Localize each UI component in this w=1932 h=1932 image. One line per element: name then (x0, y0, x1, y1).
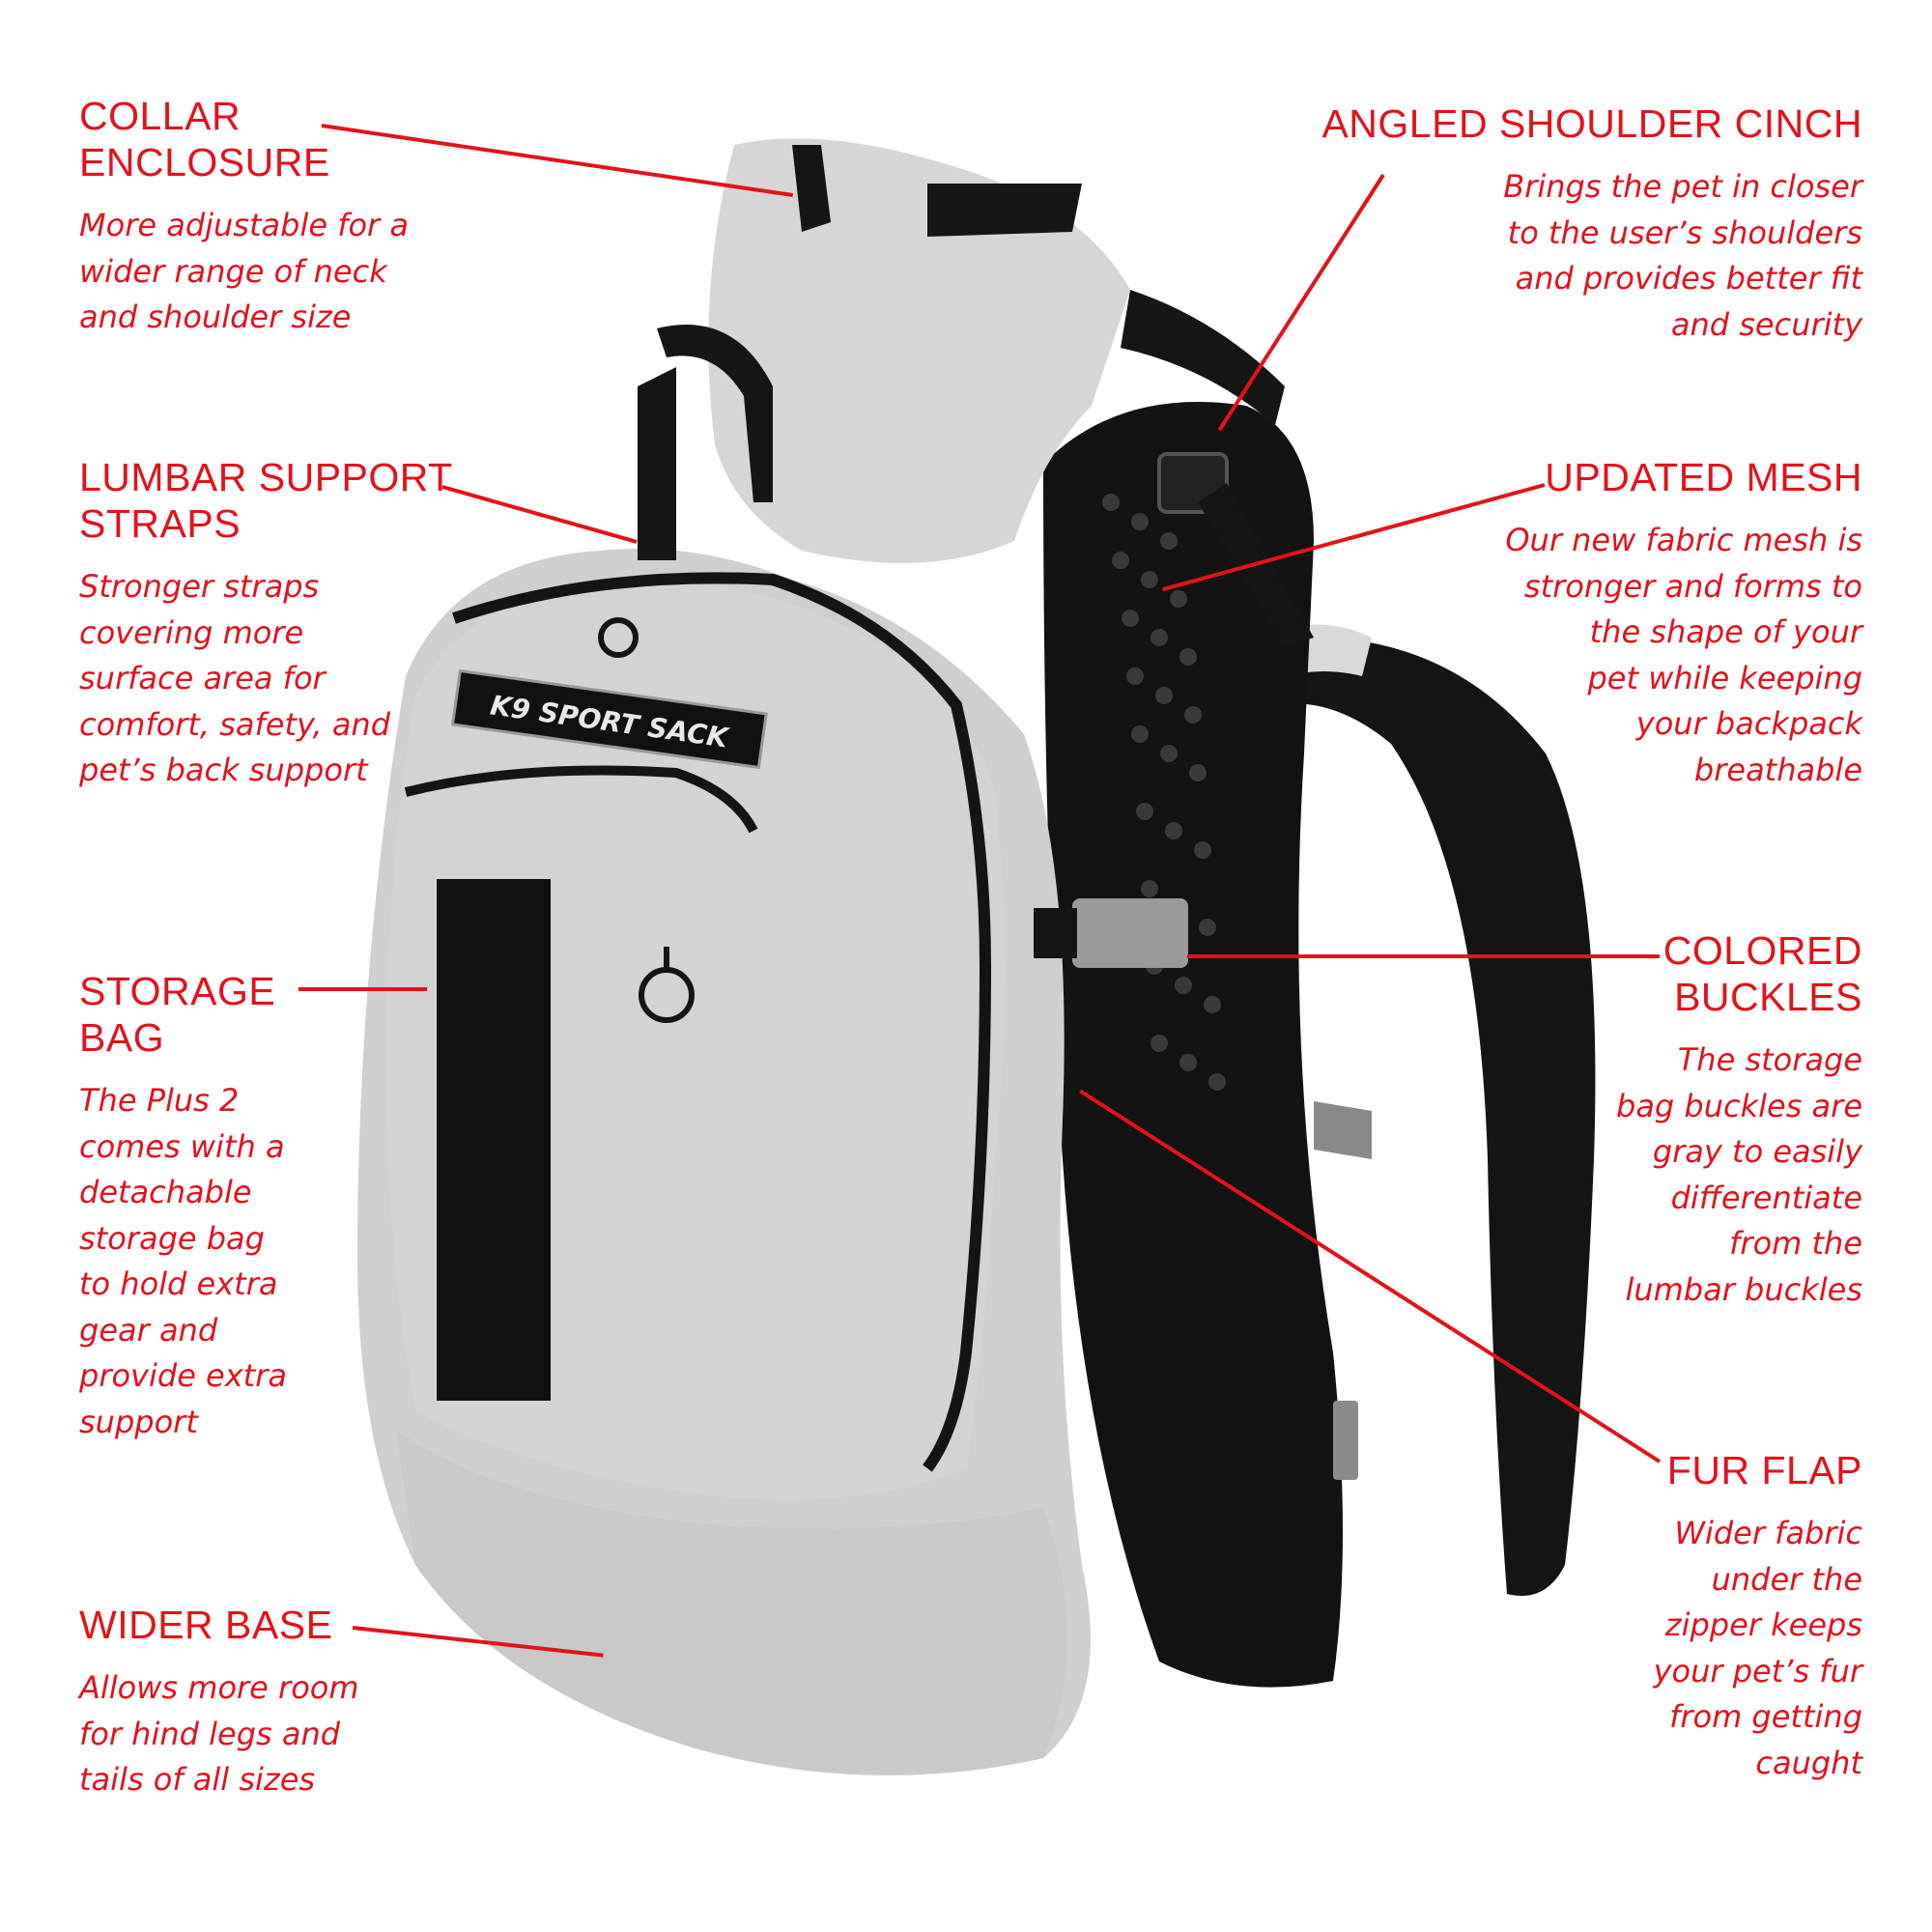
callout-description: Allows more room for hind legs and tails… (79, 1669, 359, 1798)
callout-title: FUR FLAP (1666, 1448, 1862, 1492)
callout-description: The storage bag buckles are gray to easi… (1616, 1041, 1862, 1308)
callout-collar-enclosure: COLLAR ENCLOSURE More adjustable for a w… (79, 93, 466, 341)
callout-description: The Plus 2 comes with a detachable stora… (79, 1082, 287, 1440)
callout-updated-mesh: UPDATED MESH Our new fabric mesh is stro… (1399, 454, 1862, 793)
gray-buckle (1072, 898, 1188, 968)
callout-description: Our new fabric mesh is stronger and form… (1505, 522, 1862, 788)
callout-description: Wider fabric under the zipper keeps your… (1653, 1515, 1862, 1781)
callout-description: Stronger straps covering more surface ar… (79, 568, 391, 788)
callout-title: COLLAR ENCLOSURE (79, 94, 330, 185)
callout-colored-buckles: COLORED BUCKLES The storage bag buckles … (1399, 927, 1862, 1313)
callout-wider-base: WIDER BASE Allows more room for hind leg… (79, 1602, 466, 1804)
callout-description: Brings the pet in closer to the user’s s… (1503, 168, 1862, 343)
callout-title: UPDATED MESH (1545, 455, 1862, 499)
callout-title: STORAGE BAG (79, 969, 276, 1060)
callout-description: More adjustable for a wider range of nec… (79, 207, 409, 335)
callout-angled-shoulder-cinch: ANGLED SHOULDER CINCH Brings the pet in … (1264, 100, 1862, 348)
velcro-panel (437, 879, 551, 1401)
leader-line-storage (298, 987, 427, 991)
logo-patch: K9 SPORT SACK (450, 668, 768, 770)
mesh-panel (1102, 494, 1226, 1091)
callout-storage-bag: STORAGE BAG The Plus 2 comes with a deta… (79, 968, 466, 1445)
callout-title: WIDER BASE (79, 1603, 333, 1647)
callout-title: ANGLED SHOULDER CINCH (1321, 101, 1862, 146)
callout-lumbar-support-straps: LUMBAR SUPPORT STRAPS Stronger straps co… (79, 454, 466, 794)
callout-title: LUMBAR SUPPORT STRAPS (79, 455, 453, 546)
callout-title: COLORED BUCKLES (1662, 928, 1862, 1019)
callout-fur-flap: FUR FLAP Wider fabric under the zipper k… (1399, 1447, 1862, 1786)
